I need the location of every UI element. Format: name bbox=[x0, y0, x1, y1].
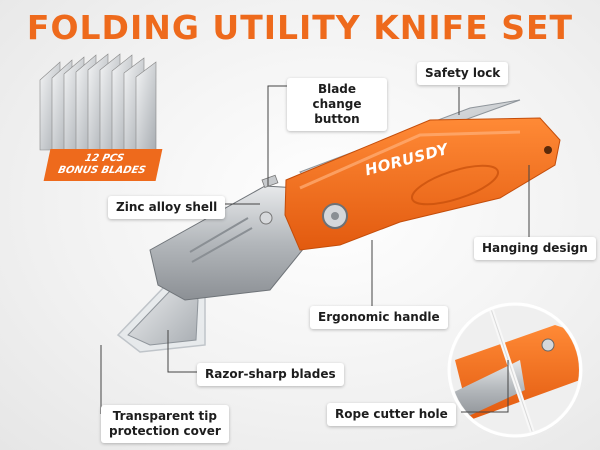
label-safety-lock: Safety lock bbox=[417, 62, 509, 85]
badge-line-2: BONUS BLADES bbox=[56, 165, 147, 176]
label-hanging-design: Hanging design bbox=[474, 237, 596, 260]
utility-knife bbox=[116, 99, 561, 353]
label-blade-change: Blade change button bbox=[287, 78, 387, 131]
badge-line-1: 12 PCS bbox=[83, 153, 126, 164]
bonus-blades-stack bbox=[39, 53, 157, 151]
label-transparent-cover: Transparent tip protection cover bbox=[101, 405, 229, 443]
bonus-blades-badge: 12 PCS BONUS BLADES bbox=[43, 149, 163, 181]
rope-cutter-inset bbox=[447, 302, 583, 438]
label-rope-cutter: Rope cutter hole bbox=[327, 403, 456, 426]
page-title: FOLDING UTILITY KNIFE SET bbox=[26, 8, 574, 47]
leader-lines bbox=[100, 85, 530, 414]
label-ergonomic-handle: Ergonomic handle bbox=[310, 306, 448, 329]
hanging-hole bbox=[544, 146, 552, 154]
transparent-line-1: Transparent tip bbox=[112, 409, 217, 423]
label-razor-blades: Razor-sharp blades bbox=[197, 363, 344, 386]
transparent-line-2: protection cover bbox=[109, 424, 221, 438]
label-zinc-shell: Zinc alloy shell bbox=[108, 196, 226, 219]
